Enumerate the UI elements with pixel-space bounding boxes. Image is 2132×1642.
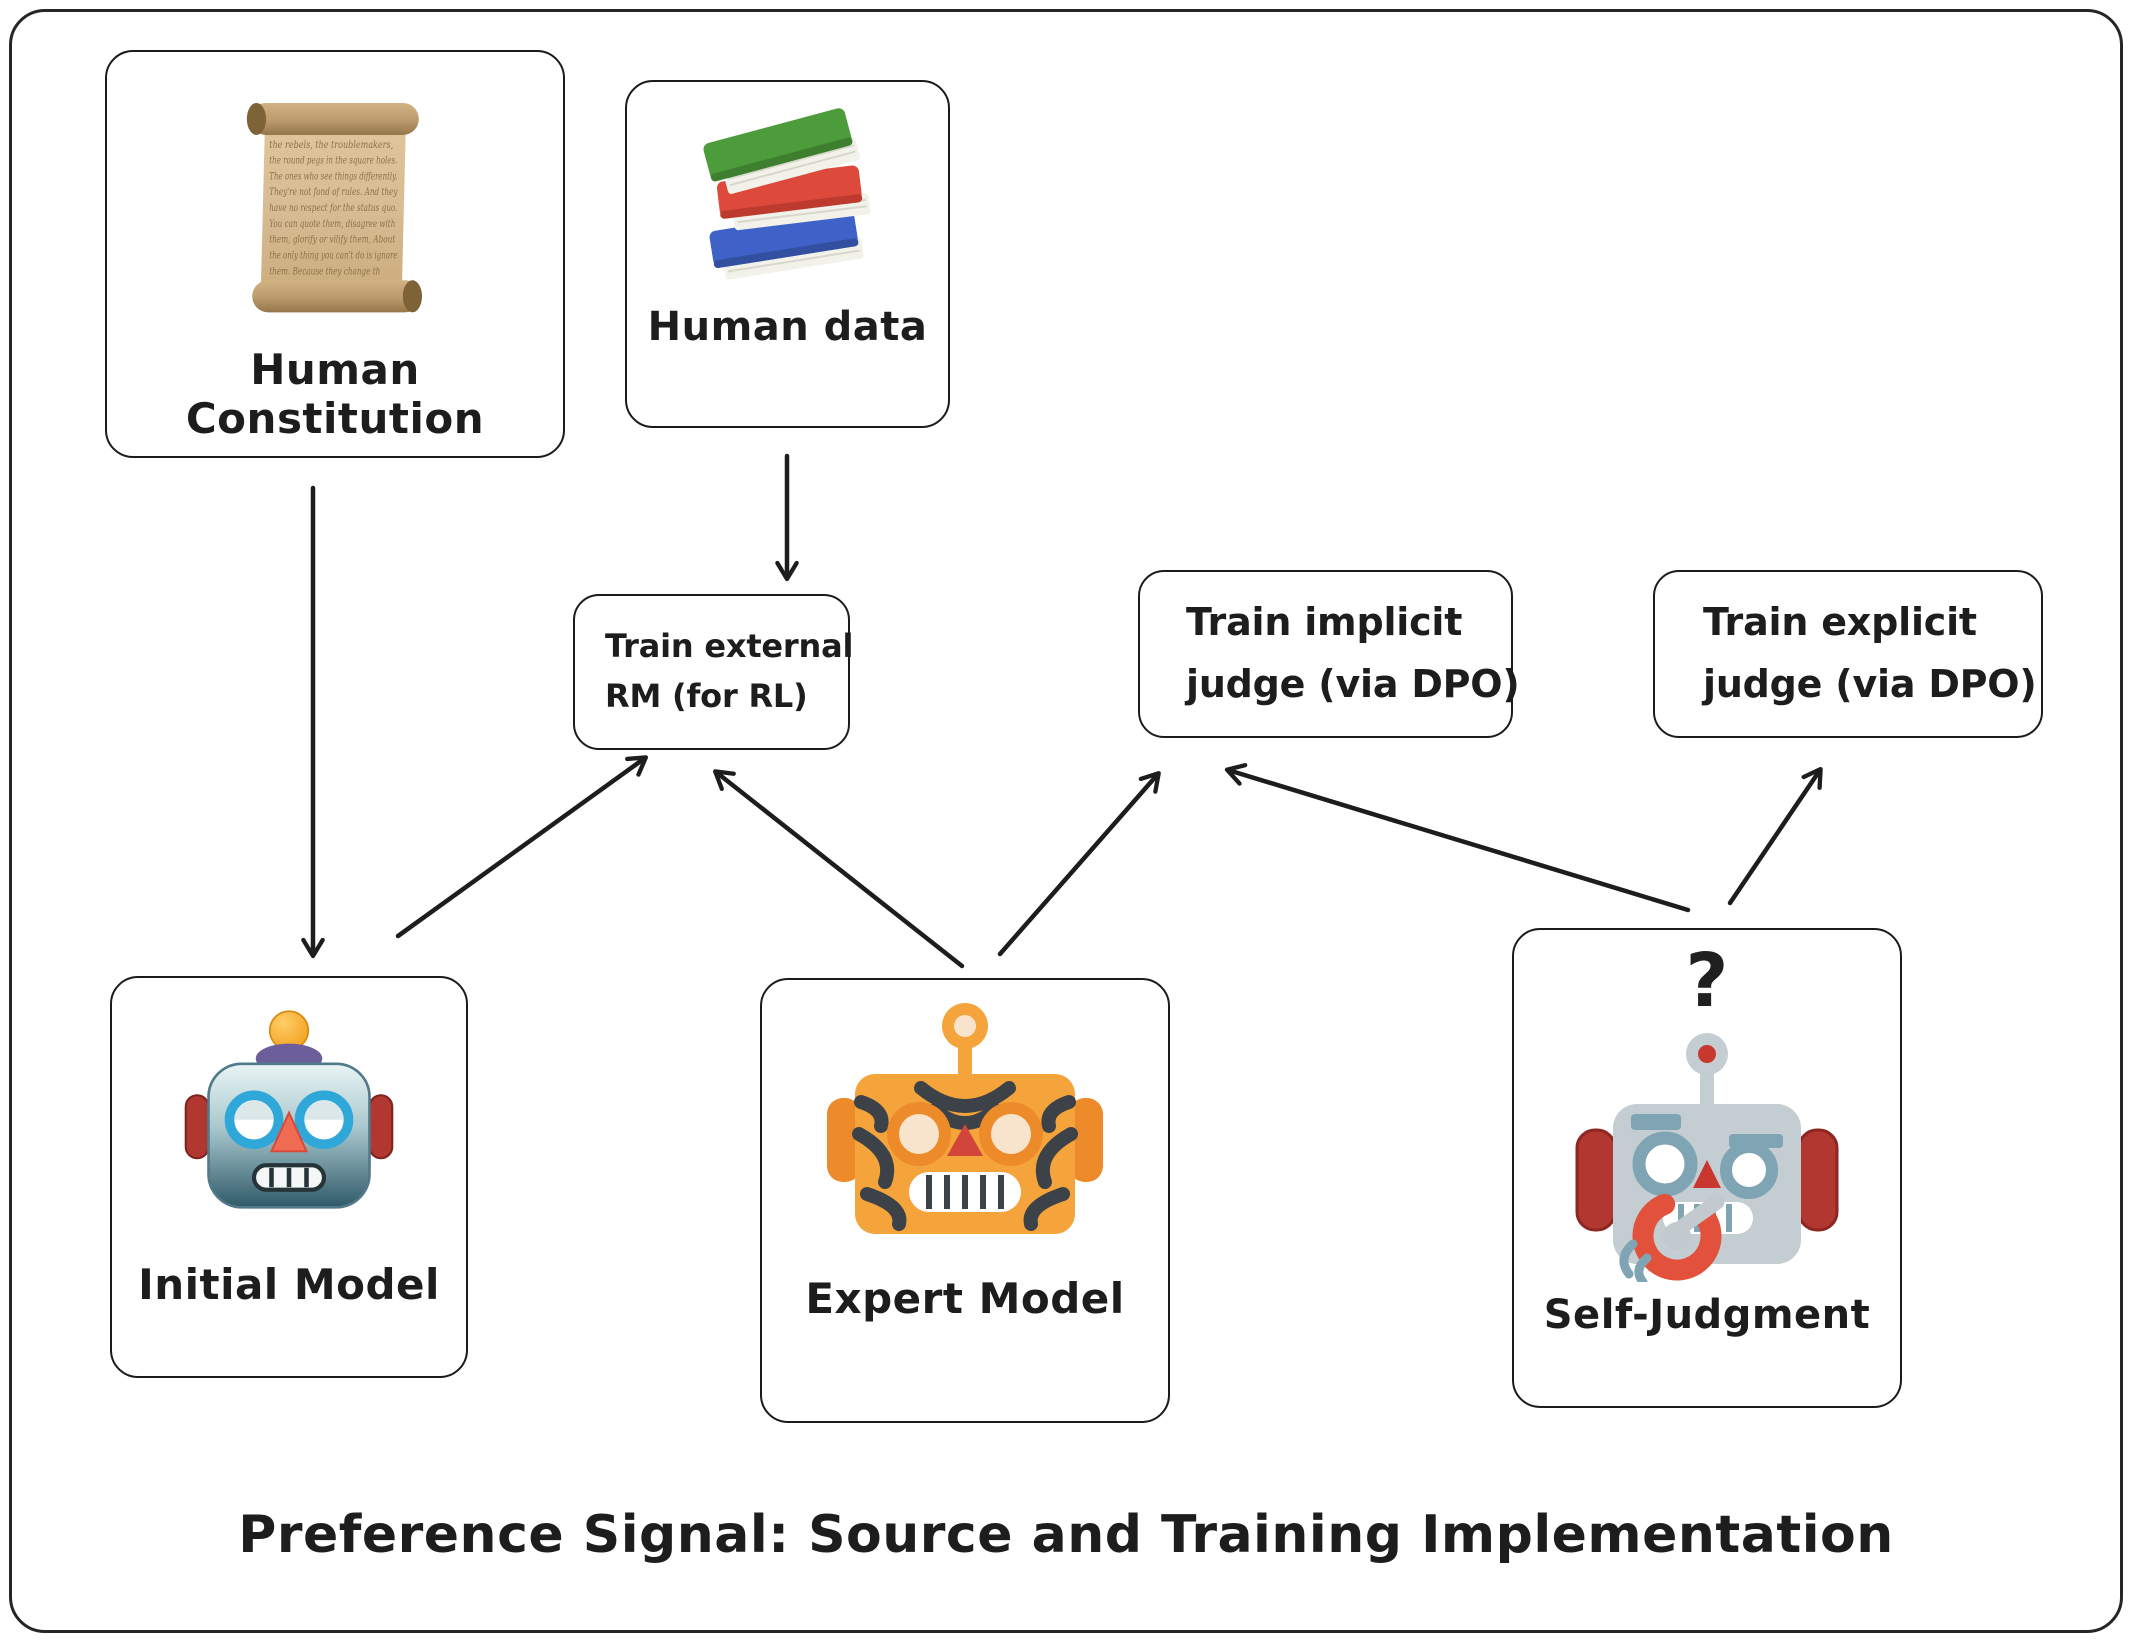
question-mark: ? — [1685, 938, 1729, 1024]
node-human-data: Human data — [625, 80, 950, 428]
node-human-constitution: the rebels, the troublemakers, the round… — [105, 50, 565, 458]
train-implicit-judge-line1: Train implicit — [1186, 600, 1463, 645]
node-initial-model: Initial Model — [110, 976, 468, 1378]
svg-text:They're not fond of rules. And: They're not fond of rules. And they — [269, 187, 398, 198]
node-self-judgment: ? — [1512, 928, 1902, 1408]
tiger-robot-icon — [815, 998, 1115, 1248]
svg-text:the round pegs in the square h: the round pegs in the square holes. — [269, 156, 397, 167]
human-constitution-label: Human Constitution — [185, 345, 485, 443]
svg-text:The ones who see things differ: The ones who see things differently. — [269, 171, 397, 182]
train-explicit-judge-line2: judge (via DPO) — [1703, 662, 2037, 706]
train-external-rm-line2: RM (for RL) — [605, 677, 808, 715]
human-data-label: Human data — [647, 304, 928, 350]
magnifier-robot-icon — [1567, 1020, 1847, 1282]
node-expert-model: Expert Model — [760, 978, 1170, 1423]
svg-text:the only thing you can't do is: the only thing you can't do is ignore — [269, 250, 397, 261]
books-icon — [690, 108, 885, 288]
scroll-icon: the rebels, the troublemakers, the round… — [228, 88, 443, 323]
node-train-external-rm: Train external RM (for RL) — [573, 594, 854, 750]
train-implicit-judge-line2: judge (via DPO) — [1186, 662, 1520, 706]
robot-icon — [184, 1004, 394, 1218]
initial-model-label: Initial Model — [138, 1260, 440, 1309]
train-explicit-judge-line1: Train explicit — [1703, 600, 1977, 645]
self-judgment-label: Self-Judgment — [1543, 1292, 1871, 1338]
svg-text:have no respect for the status: have no respect for the status quo. — [269, 203, 397, 214]
svg-text:the rebels, the troublemakers,: the rebels, the troublemakers, — [269, 140, 393, 151]
expert-model-label: Expert Model — [805, 1274, 1125, 1323]
svg-text:them, glorify or vilify them,: them, glorify or vilify them, About — [269, 235, 395, 246]
svg-text:them. Because they change th: them. Because they change th — [269, 266, 380, 277]
node-train-implicit-judge: Train implicit judge (via DPO) — [1138, 570, 1520, 738]
svg-text:You can quote them, disagree w: You can quote them, disagree with — [269, 219, 395, 230]
train-external-rm-line1: Train external — [605, 627, 854, 666]
diagram-title: Preference Signal: Source and Training I… — [238, 1505, 1894, 1565]
diagram-border — [9, 9, 2123, 1633]
node-train-explicit-judge: Train explicit judge (via DPO) — [1653, 570, 2043, 738]
